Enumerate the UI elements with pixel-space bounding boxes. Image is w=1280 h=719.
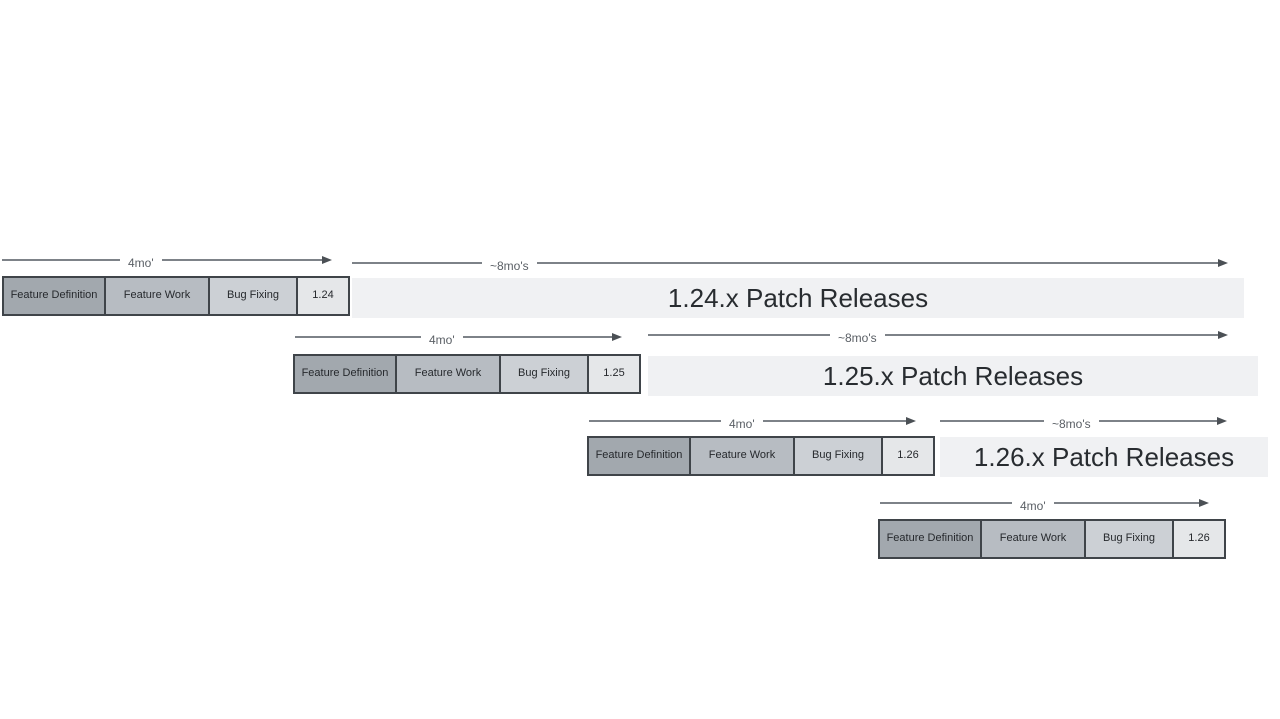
patch-releases-label: 1.24.x Patch Releases bbox=[667, 282, 929, 313]
phase-cell-bug-fixing: Bug Fixing bbox=[795, 438, 883, 474]
version-box: 1.24 bbox=[298, 278, 348, 314]
arrow-line bbox=[940, 420, 1044, 422]
cycle-duration-label: 4mo' bbox=[729, 417, 755, 431]
patch-arrow: ~8mo's bbox=[940, 413, 1227, 431]
patch-arrow: ~8mo's bbox=[352, 255, 1228, 273]
arrowhead-icon bbox=[322, 256, 332, 264]
arrow-line bbox=[2, 259, 120, 261]
phase-block: Feature Definition Feature Work Bug Fixi… bbox=[878, 519, 1226, 559]
arrow-line bbox=[648, 334, 830, 336]
phase-cell-feature-work: Feature Work bbox=[397, 356, 501, 392]
arrow-line bbox=[762, 420, 907, 422]
arrowhead-icon bbox=[612, 333, 622, 341]
patch-duration-label: ~8mo's bbox=[490, 259, 529, 273]
arrow-line bbox=[589, 420, 721, 422]
arrow-line bbox=[161, 259, 323, 261]
arrowhead-icon bbox=[906, 417, 916, 425]
arrowhead-icon bbox=[1217, 417, 1227, 425]
cycle-duration-label: 4mo' bbox=[128, 256, 154, 270]
cycle-arrow: 4mo' bbox=[295, 329, 622, 347]
arrow-line bbox=[352, 262, 482, 264]
arrow-line bbox=[1098, 420, 1218, 422]
phase-cell-bug-fixing: Bug Fixing bbox=[1086, 521, 1174, 557]
version-box: 1.26 bbox=[883, 438, 933, 474]
arrowhead-icon bbox=[1218, 331, 1228, 339]
cycle-duration-label: 4mo' bbox=[429, 333, 455, 347]
arrow-line bbox=[462, 336, 613, 338]
arrow-line bbox=[1053, 502, 1200, 504]
phase-cell-feature-definition: Feature Definition bbox=[880, 521, 982, 557]
version-box: 1.25 bbox=[589, 356, 639, 392]
phase-cell-bug-fixing: Bug Fixing bbox=[501, 356, 589, 392]
phase-cell-feature-work: Feature Work bbox=[106, 278, 210, 314]
cycle-arrow: 4mo' bbox=[2, 252, 332, 270]
phase-block: Feature Definition Feature Work Bug Fixi… bbox=[293, 354, 641, 394]
patch-duration-label: ~8mo's bbox=[1052, 417, 1091, 431]
patch-arrow: ~8mo's bbox=[648, 327, 1228, 345]
arrow-line bbox=[884, 334, 1219, 336]
phase-cell-feature-definition: Feature Definition bbox=[295, 356, 397, 392]
phase-cell-bug-fixing: Bug Fixing bbox=[210, 278, 298, 314]
patch-releases-label: 1.25.x Patch Releases bbox=[822, 360, 1084, 391]
phase-cell-feature-work: Feature Work bbox=[982, 521, 1086, 557]
arrow-line bbox=[536, 262, 1219, 264]
phase-cell-feature-work: Feature Work bbox=[691, 438, 795, 474]
phase-cell-feature-definition: Feature Definition bbox=[4, 278, 106, 314]
phase-cell-feature-definition: Feature Definition bbox=[589, 438, 691, 474]
patch-releases-bar: 1.26.x Patch Releases bbox=[940, 437, 1268, 477]
phase-block: Feature Definition Feature Work Bug Fixi… bbox=[587, 436, 935, 476]
arrowhead-icon bbox=[1199, 499, 1209, 507]
cycle-arrow: 4mo' bbox=[880, 495, 1209, 513]
patch-duration-label: ~8mo's bbox=[838, 331, 877, 345]
patch-releases-bar: 1.25.x Patch Releases bbox=[648, 356, 1258, 396]
cycle-duration-label: 4mo' bbox=[1020, 499, 1046, 513]
cycle-arrow: 4mo' bbox=[589, 413, 916, 431]
arrow-line bbox=[295, 336, 421, 338]
patch-releases-bar: 1.24.x Patch Releases bbox=[352, 278, 1244, 318]
arrow-line bbox=[880, 502, 1012, 504]
arrowhead-icon bbox=[1218, 259, 1228, 267]
version-box: 1.26 bbox=[1174, 521, 1224, 557]
patch-releases-label: 1.26.x Patch Releases bbox=[973, 441, 1235, 472]
phase-block: Feature Definition Feature Work Bug Fixi… bbox=[2, 276, 350, 316]
